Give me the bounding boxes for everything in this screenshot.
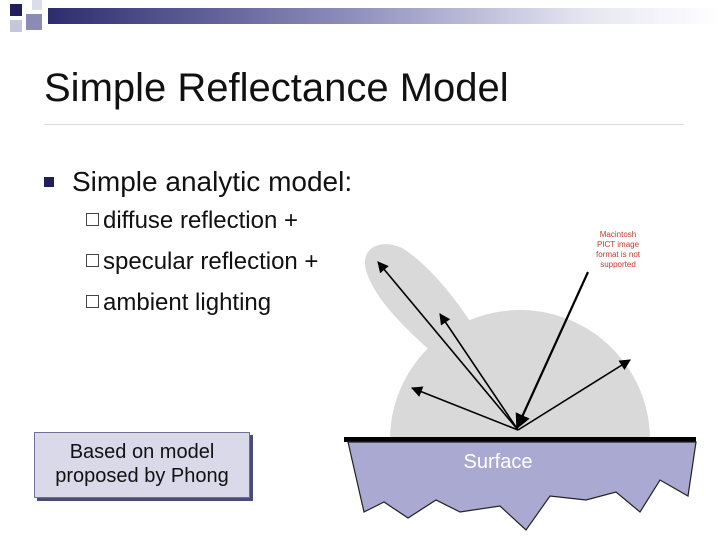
decor-square-dark xyxy=(10,4,22,16)
checkbox-bullet-icon xyxy=(86,295,99,309)
reflected-ray-arrow xyxy=(410,386,519,431)
sub-bullet-text: ambient lighting xyxy=(103,289,272,316)
main-bullet-text: Simple analytic model: xyxy=(72,166,353,197)
header-gradient-bar xyxy=(48,8,720,24)
sub-bullet-item: ambient lighting xyxy=(86,288,318,329)
surface-label: Surface xyxy=(464,451,533,473)
surface-shape xyxy=(347,441,697,531)
reflected-ray-arrow xyxy=(439,313,519,431)
reflected-ray-arrow xyxy=(377,261,519,431)
decor-square-light xyxy=(10,20,22,32)
caption-line-1: Based on model xyxy=(69,441,215,463)
square-bullet-icon xyxy=(44,176,54,187)
specular-lobe xyxy=(364,244,524,432)
sub-bullet-text: specular reflection + xyxy=(103,248,319,275)
decor-square-mid xyxy=(26,14,42,30)
title-divider xyxy=(44,124,684,125)
sub-bullet-list: diffuse reflection + specular reflection… xyxy=(86,206,318,329)
pict-unsupported-note: Macintosh PICT image format is not suppo… xyxy=(595,230,640,269)
incident-ray-arrow xyxy=(515,271,590,430)
checkbox-bullet-icon xyxy=(86,213,99,227)
sub-bullet-text: diffuse reflection + xyxy=(103,207,299,234)
surface-top-edge xyxy=(344,437,696,442)
reflected-ray-arrow xyxy=(517,359,631,431)
sub-bullet-item: diffuse reflection + xyxy=(86,206,318,247)
main-bullet: Simple analytic model: xyxy=(44,166,352,198)
caption-box: Based on model proposed by Phong xyxy=(34,432,250,498)
caption-line-2: proposed by Phong xyxy=(55,465,229,487)
sub-bullet-item: specular reflection + xyxy=(86,247,318,288)
checkbox-bullet-icon xyxy=(86,254,99,268)
reflectance-diagram: Surface xyxy=(344,244,697,531)
slide-title: Simple Reflectance Model xyxy=(44,66,509,110)
decor-square-pale xyxy=(32,0,42,10)
